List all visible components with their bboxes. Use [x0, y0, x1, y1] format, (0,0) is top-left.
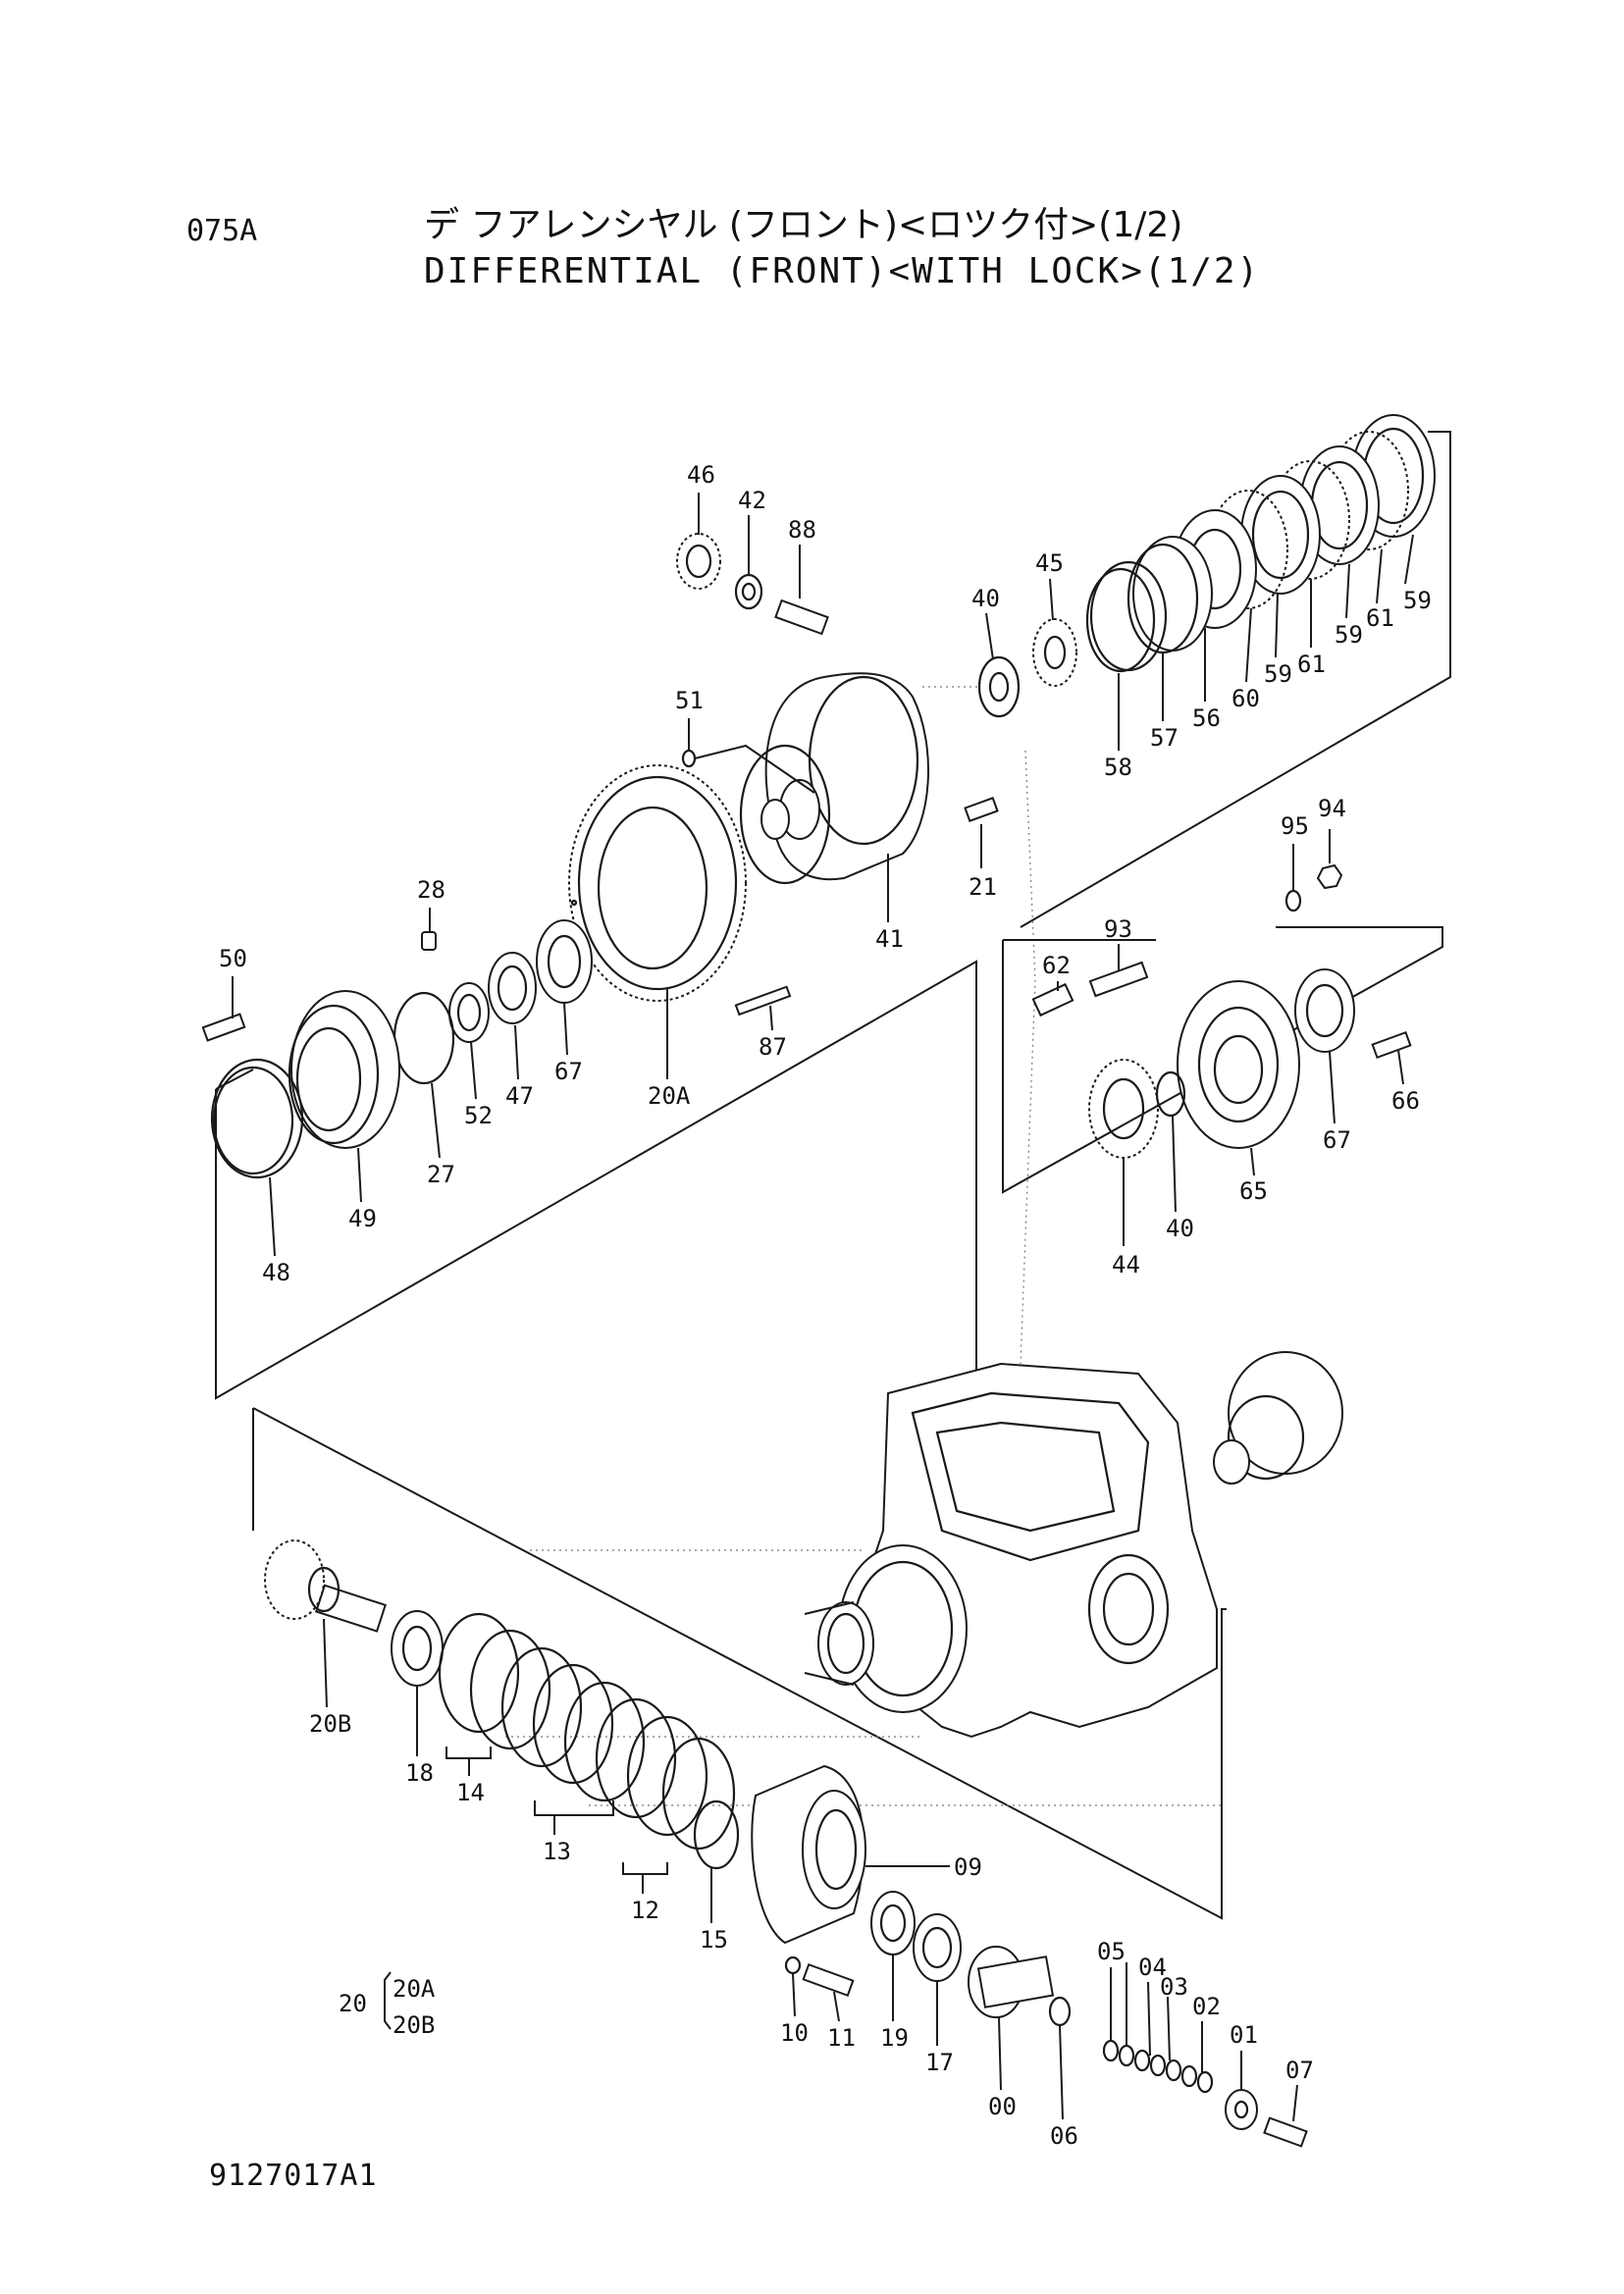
callout-67-right: 67: [1323, 1126, 1351, 1154]
callout-27: 27: [427, 1161, 455, 1188]
callout-59-c: 59: [1264, 660, 1292, 688]
callout-09: 09: [954, 1853, 982, 1881]
differential-case: [570, 672, 999, 907]
callout-61-a: 61: [1366, 604, 1394, 632]
callout-61-b: 61: [1297, 651, 1326, 678]
ring-gear: [568, 764, 792, 1017]
lower-pinion-group: [264, 1539, 1308, 2148]
callout-21: 21: [969, 873, 997, 901]
lower-group-frame: [252, 1407, 1227, 1920]
left-bearing-group: [201, 919, 593, 1179]
title-japanese: デ フアレンシヤル (フロント)<ロツク付>(1/2): [424, 205, 1183, 245]
callout-56: 56: [1192, 704, 1221, 732]
callout-66: 66: [1391, 1087, 1420, 1115]
callout-94: 94: [1318, 795, 1346, 822]
callout-93: 93: [1104, 915, 1132, 943]
callout-17: 17: [925, 2049, 954, 2076]
assembly-child-20A: 20A: [393, 1975, 436, 2003]
callout-40-top: 40: [971, 585, 1000, 612]
callout-10: 10: [780, 2019, 809, 2047]
callout-28: 28: [417, 876, 445, 904]
callout-58: 58: [1104, 754, 1132, 781]
callout-03: 03: [1160, 1973, 1188, 2001]
callout-46: 46: [687, 461, 715, 489]
document-number: 9127017A1: [209, 2159, 378, 2193]
callout-57: 57: [1150, 724, 1179, 752]
callout-62: 62: [1042, 952, 1071, 979]
callout-04: 04: [1138, 1954, 1167, 1981]
callout-48: 48: [262, 1259, 290, 1286]
title-english: DIFFERENTIAL (FRONT)<WITH LOCK>(1/2): [424, 251, 1261, 291]
callout-00: 00: [988, 2093, 1017, 2120]
lock-subgroup-parts: [1031, 863, 1412, 1159]
assembly-parent: 20: [339, 1990, 367, 2017]
leader-lines: [232, 493, 1414, 2122]
callout-59-b: 59: [1335, 621, 1363, 649]
callout-51: 51: [675, 687, 704, 714]
callout-60: 60: [1231, 685, 1260, 712]
callout-12: 12: [631, 1897, 659, 1924]
assembly-note: 20 20A 20B: [339, 1975, 436, 2039]
callout-05: 05: [1097, 1938, 1126, 1965]
callout-49: 49: [348, 1205, 377, 1232]
callout-59-a: 59: [1403, 587, 1432, 614]
assembly-child-20B: 20B: [393, 2011, 435, 2039]
lock-subgroup-frame: [1002, 926, 1443, 1194]
part-callouts: 46 42 88 40 45 59 61 59 61 59 60 56 57 5…: [219, 461, 1432, 2150]
callout-20A: 20A: [648, 1082, 691, 1110]
callout-14: 14: [456, 1779, 485, 1806]
callout-67-left: 67: [554, 1058, 583, 1085]
callout-18: 18: [405, 1759, 434, 1787]
pinion-group-top: [676, 533, 829, 636]
callout-01: 01: [1230, 2021, 1258, 2049]
callout-42: 42: [738, 487, 766, 514]
callout-07: 07: [1285, 2057, 1314, 2084]
callout-47: 47: [505, 1082, 534, 1110]
callout-06: 06: [1050, 2122, 1078, 2150]
callout-65: 65: [1239, 1177, 1268, 1205]
callout-15: 15: [700, 1926, 728, 1954]
upper-group-frame: [215, 431, 1451, 1570]
callout-13: 13: [543, 1838, 571, 1865]
clutch-plate-stack: [977, 414, 1436, 718]
callout-41: 41: [875, 925, 904, 953]
axle-housing: [804, 1351, 1343, 1739]
callout-50: 50: [219, 945, 247, 972]
callout-87: 87: [759, 1033, 787, 1061]
callout-11: 11: [827, 2024, 856, 2052]
callout-20B: 20B: [309, 1710, 351, 1738]
page-code: 075A: [186, 214, 258, 248]
callout-44: 44: [1112, 1251, 1140, 1278]
callout-95: 95: [1281, 812, 1309, 840]
callout-40-right: 40: [1166, 1215, 1194, 1242]
callout-52: 52: [464, 1102, 493, 1129]
callout-19: 19: [880, 2024, 909, 2052]
callout-45: 45: [1035, 549, 1064, 577]
callout-02: 02: [1192, 1993, 1221, 2020]
housing-dotted-leaders: [505, 686, 1222, 1806]
callout-88: 88: [788, 516, 816, 544]
